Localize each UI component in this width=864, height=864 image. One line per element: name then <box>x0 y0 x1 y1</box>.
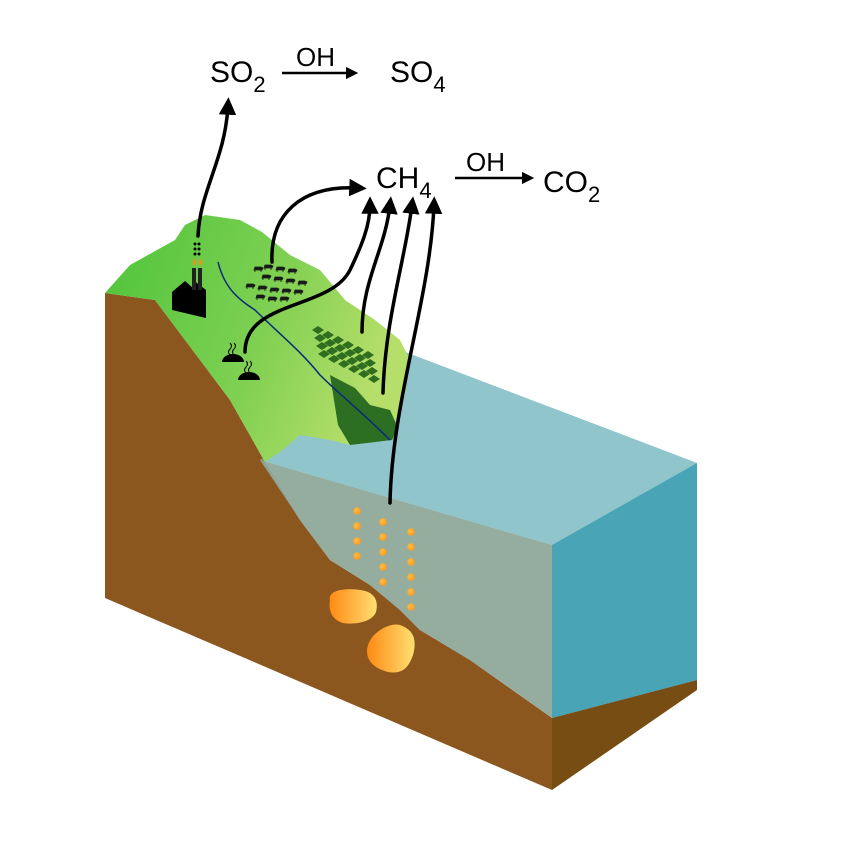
wetland-ch4-arrow <box>381 196 420 395</box>
methane-bubble <box>407 573 415 581</box>
soil-front-face <box>105 293 552 790</box>
methane-reaction: CH4 OH CO2 <box>376 147 600 207</box>
water-right-overlay <box>552 463 697 718</box>
paddy-field <box>362 351 374 359</box>
cow-icon <box>279 296 290 302</box>
so2-label: SO2 <box>210 56 266 97</box>
paddy-field <box>368 375 380 383</box>
paddy-field <box>318 350 330 358</box>
so4-label: SO4 <box>390 56 446 97</box>
river <box>217 261 391 441</box>
methane-bubble <box>353 507 361 515</box>
paddy-field <box>342 341 354 349</box>
ocean-ch4-arrow <box>388 196 443 505</box>
cow-icon <box>261 274 272 280</box>
paddy-field <box>364 359 376 367</box>
cow-icon <box>269 287 280 293</box>
cow-icon <box>293 289 304 295</box>
wetland <box>330 375 398 445</box>
paddy-field <box>354 354 366 362</box>
paddy-field <box>366 367 378 375</box>
methane-bubble <box>407 588 415 596</box>
paddy-field <box>344 349 356 357</box>
cow-icon <box>297 280 308 286</box>
water-front-face <box>260 460 552 718</box>
cow-icon <box>253 266 264 272</box>
land-surface <box>105 215 410 462</box>
paddy-field <box>346 357 358 365</box>
hydrate-deposit <box>366 624 415 673</box>
hydrate-deposit <box>329 589 377 624</box>
cow-icon <box>273 276 284 282</box>
methane-bubble <box>353 522 361 530</box>
paddy-field <box>334 344 346 352</box>
methane-bubble <box>407 603 415 611</box>
ch4-label: CH4 <box>376 162 432 203</box>
cow-icon <box>281 288 292 294</box>
methane-bubble <box>379 518 387 526</box>
paddy-field <box>358 370 370 378</box>
paddy-field <box>328 355 340 363</box>
paddy-field <box>322 331 334 339</box>
methane-bubble <box>379 533 387 541</box>
methane-bubble <box>407 528 415 536</box>
co2-label: CO2 <box>543 166 600 207</box>
methane-bubble <box>353 552 361 560</box>
cow-icon <box>263 264 274 270</box>
cow-icon <box>255 294 266 300</box>
paddy-field <box>324 339 336 347</box>
methane-bubble <box>407 558 415 566</box>
sulfur-reaction: SO2 OH SO4 <box>210 42 446 97</box>
oh-oxidant-label: OH <box>296 42 335 72</box>
cow-icon <box>285 278 296 284</box>
paddy-field <box>352 346 364 354</box>
methane-bubbles <box>353 507 415 611</box>
cow-icon <box>245 283 256 289</box>
paddy-field <box>316 342 328 350</box>
methane-bubble <box>407 543 415 551</box>
livestock-ch4-arrow <box>270 178 367 264</box>
soil-side-face <box>552 680 697 790</box>
paddy-field <box>348 365 360 373</box>
rice-paddies <box>312 326 380 383</box>
paddy-field <box>332 336 344 344</box>
paddy-field <box>312 326 324 334</box>
paddy-field <box>356 362 368 370</box>
methane-bubble <box>379 563 387 571</box>
paddy-field <box>336 352 348 360</box>
paddy-field <box>326 347 338 355</box>
paddy-field <box>314 334 326 342</box>
methane-bubble <box>379 578 387 586</box>
factory-icon <box>172 242 206 318</box>
landfill-ch4-arrow <box>243 196 379 354</box>
livestock <box>245 264 308 302</box>
cow-icon <box>257 285 268 291</box>
rice-ch4-arrow <box>360 196 398 334</box>
methane-bubble <box>353 537 361 545</box>
landfill-icon <box>222 342 260 380</box>
paddy-field <box>338 360 350 368</box>
oh-oxidant-label: OH <box>466 147 505 177</box>
cow-icon <box>267 296 278 302</box>
cow-icon <box>287 268 298 274</box>
so2-emission-arrow <box>196 97 237 238</box>
methane-bubble <box>379 548 387 556</box>
cow-icon <box>275 266 286 272</box>
